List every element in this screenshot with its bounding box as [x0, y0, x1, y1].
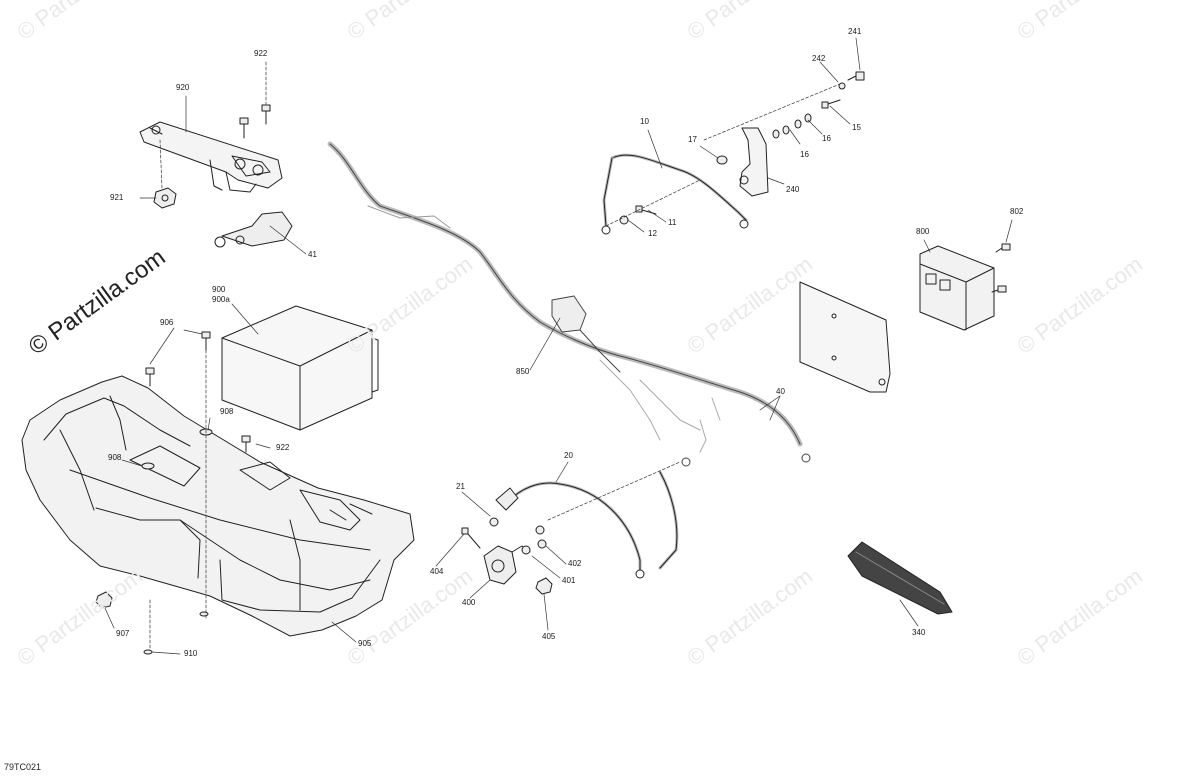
callout-10: 10	[640, 117, 649, 126]
callout-922: 922	[276, 443, 290, 452]
callout-340: 340	[912, 628, 926, 637]
part-922-bolt-side	[241, 435, 251, 453]
part-240-bracket	[739, 127, 769, 197]
callout-922: 922	[254, 49, 268, 58]
callout-908: 908	[220, 407, 234, 416]
part-405-nut	[535, 577, 553, 595]
callout-21: 21	[456, 482, 465, 491]
callout-16: 16	[800, 150, 809, 159]
callout-40: 40	[776, 387, 785, 396]
callout-12: 12	[648, 229, 657, 238]
callout-404: 404	[430, 567, 444, 576]
callout-11: 11	[668, 218, 677, 227]
callout-906: 906	[160, 318, 174, 327]
callout-907: 907	[116, 629, 130, 638]
part-900-battery	[221, 305, 379, 431]
part-15-16-hardware	[772, 99, 841, 139]
callout-17: 17	[688, 135, 697, 144]
part-910-clip	[143, 611, 209, 655]
part-20-cable	[495, 470, 679, 579]
part-920-bracket	[139, 121, 283, 193]
part-921-nut	[153, 187, 177, 209]
part-922-bolt	[239, 104, 271, 139]
callout-400: 400	[462, 598, 476, 607]
callout-240: 240	[786, 185, 800, 194]
callout-920: 920	[176, 83, 190, 92]
part-241-242-hardware	[838, 71, 865, 90]
part-404-bolt	[461, 527, 481, 549]
part-802-bolt	[991, 243, 1011, 293]
part-906-bolt	[145, 331, 211, 387]
callout-15: 15	[852, 123, 861, 132]
callout-41: 41	[308, 250, 317, 259]
callout-402: 402	[568, 559, 582, 568]
callout-900: 900	[212, 285, 226, 294]
part-800-module	[919, 245, 995, 331]
part-905-tray	[21, 375, 415, 637]
callout-16: 16	[822, 134, 831, 143]
part-800-plate	[799, 281, 891, 393]
callout-905: 905	[358, 639, 372, 648]
callout-850: 850	[516, 367, 530, 376]
part-17-nut	[716, 155, 728, 165]
callout-908: 908	[108, 453, 122, 462]
callout-405: 405	[542, 632, 556, 641]
part-850-harness	[327, 141, 811, 467]
part-41-strap	[214, 211, 293, 248]
part-11-bolt	[635, 205, 657, 215]
callout-242: 242	[812, 54, 826, 63]
part-21-nut	[489, 517, 499, 527]
figure-code: 79TC021	[4, 762, 42, 772]
leader-lines	[103, 37, 1013, 655]
callout-401: 401	[562, 576, 576, 585]
part-907-nut	[95, 591, 113, 609]
callout-241: 241	[848, 27, 862, 36]
callout-921: 921	[110, 193, 124, 202]
callout-20: 20	[564, 451, 573, 460]
part-401-402-hardware	[521, 525, 547, 555]
callout-900a: 900a	[212, 295, 230, 304]
part-10-cable	[601, 153, 749, 235]
callout-802: 802	[1010, 207, 1024, 216]
callout-800: 800	[916, 227, 930, 236]
part-340-conduit	[847, 541, 953, 615]
callout-910: 910	[184, 649, 198, 658]
